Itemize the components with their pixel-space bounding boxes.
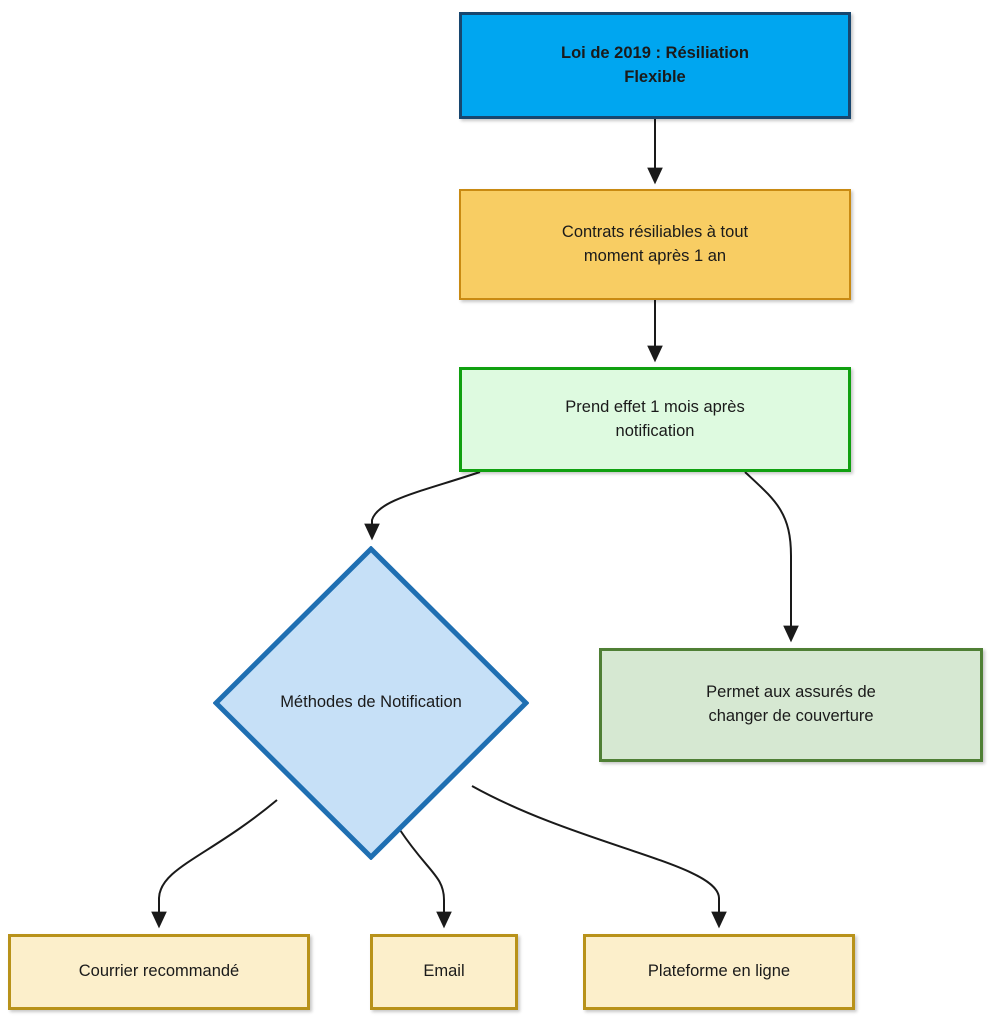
node-contracts-cancellable-label: Contrats résiliables à tout moment après…: [561, 222, 749, 265]
node-contracts-cancellable[interactable]: Contrats résiliables à tout moment après…: [459, 189, 851, 300]
node-takes-effect-label: Prend effet 1 mois après notification: [565, 397, 745, 440]
edge-effect-to-methods: [364, 471, 481, 541]
node-takes-effect[interactable]: Prend effet 1 mois après notification: [459, 367, 851, 472]
node-email-label: Email: [423, 962, 465, 981]
node-change-coverage[interactable]: Permet aux assurés de changer de couvert…: [599, 648, 983, 762]
node-law[interactable]: Loi de 2019 : Résiliation Flexible: [459, 12, 851, 119]
node-notification-methods[interactable]: Méthodes de Notification: [213, 546, 529, 860]
node-online-platform[interactable]: Plateforme en ligne: [583, 934, 855, 1010]
diamond-shape: [213, 546, 529, 860]
node-email[interactable]: Email: [370, 934, 518, 1010]
node-registered-mail-label: Courrier recommandé: [78, 962, 240, 981]
node-online-platform-label: Plateforme en ligne: [647, 962, 791, 981]
node-registered-mail[interactable]: Courrier recommandé: [8, 934, 310, 1010]
node-change-coverage-label: Permet aux assurés de changer de couvert…: [706, 683, 876, 725]
node-notification-methods-label: Méthodes de Notification: [280, 693, 462, 712]
node-law-label: Loi de 2019 : Résiliation Flexible: [561, 43, 749, 86]
edge-effect-to-coverage: [744, 471, 799, 643]
